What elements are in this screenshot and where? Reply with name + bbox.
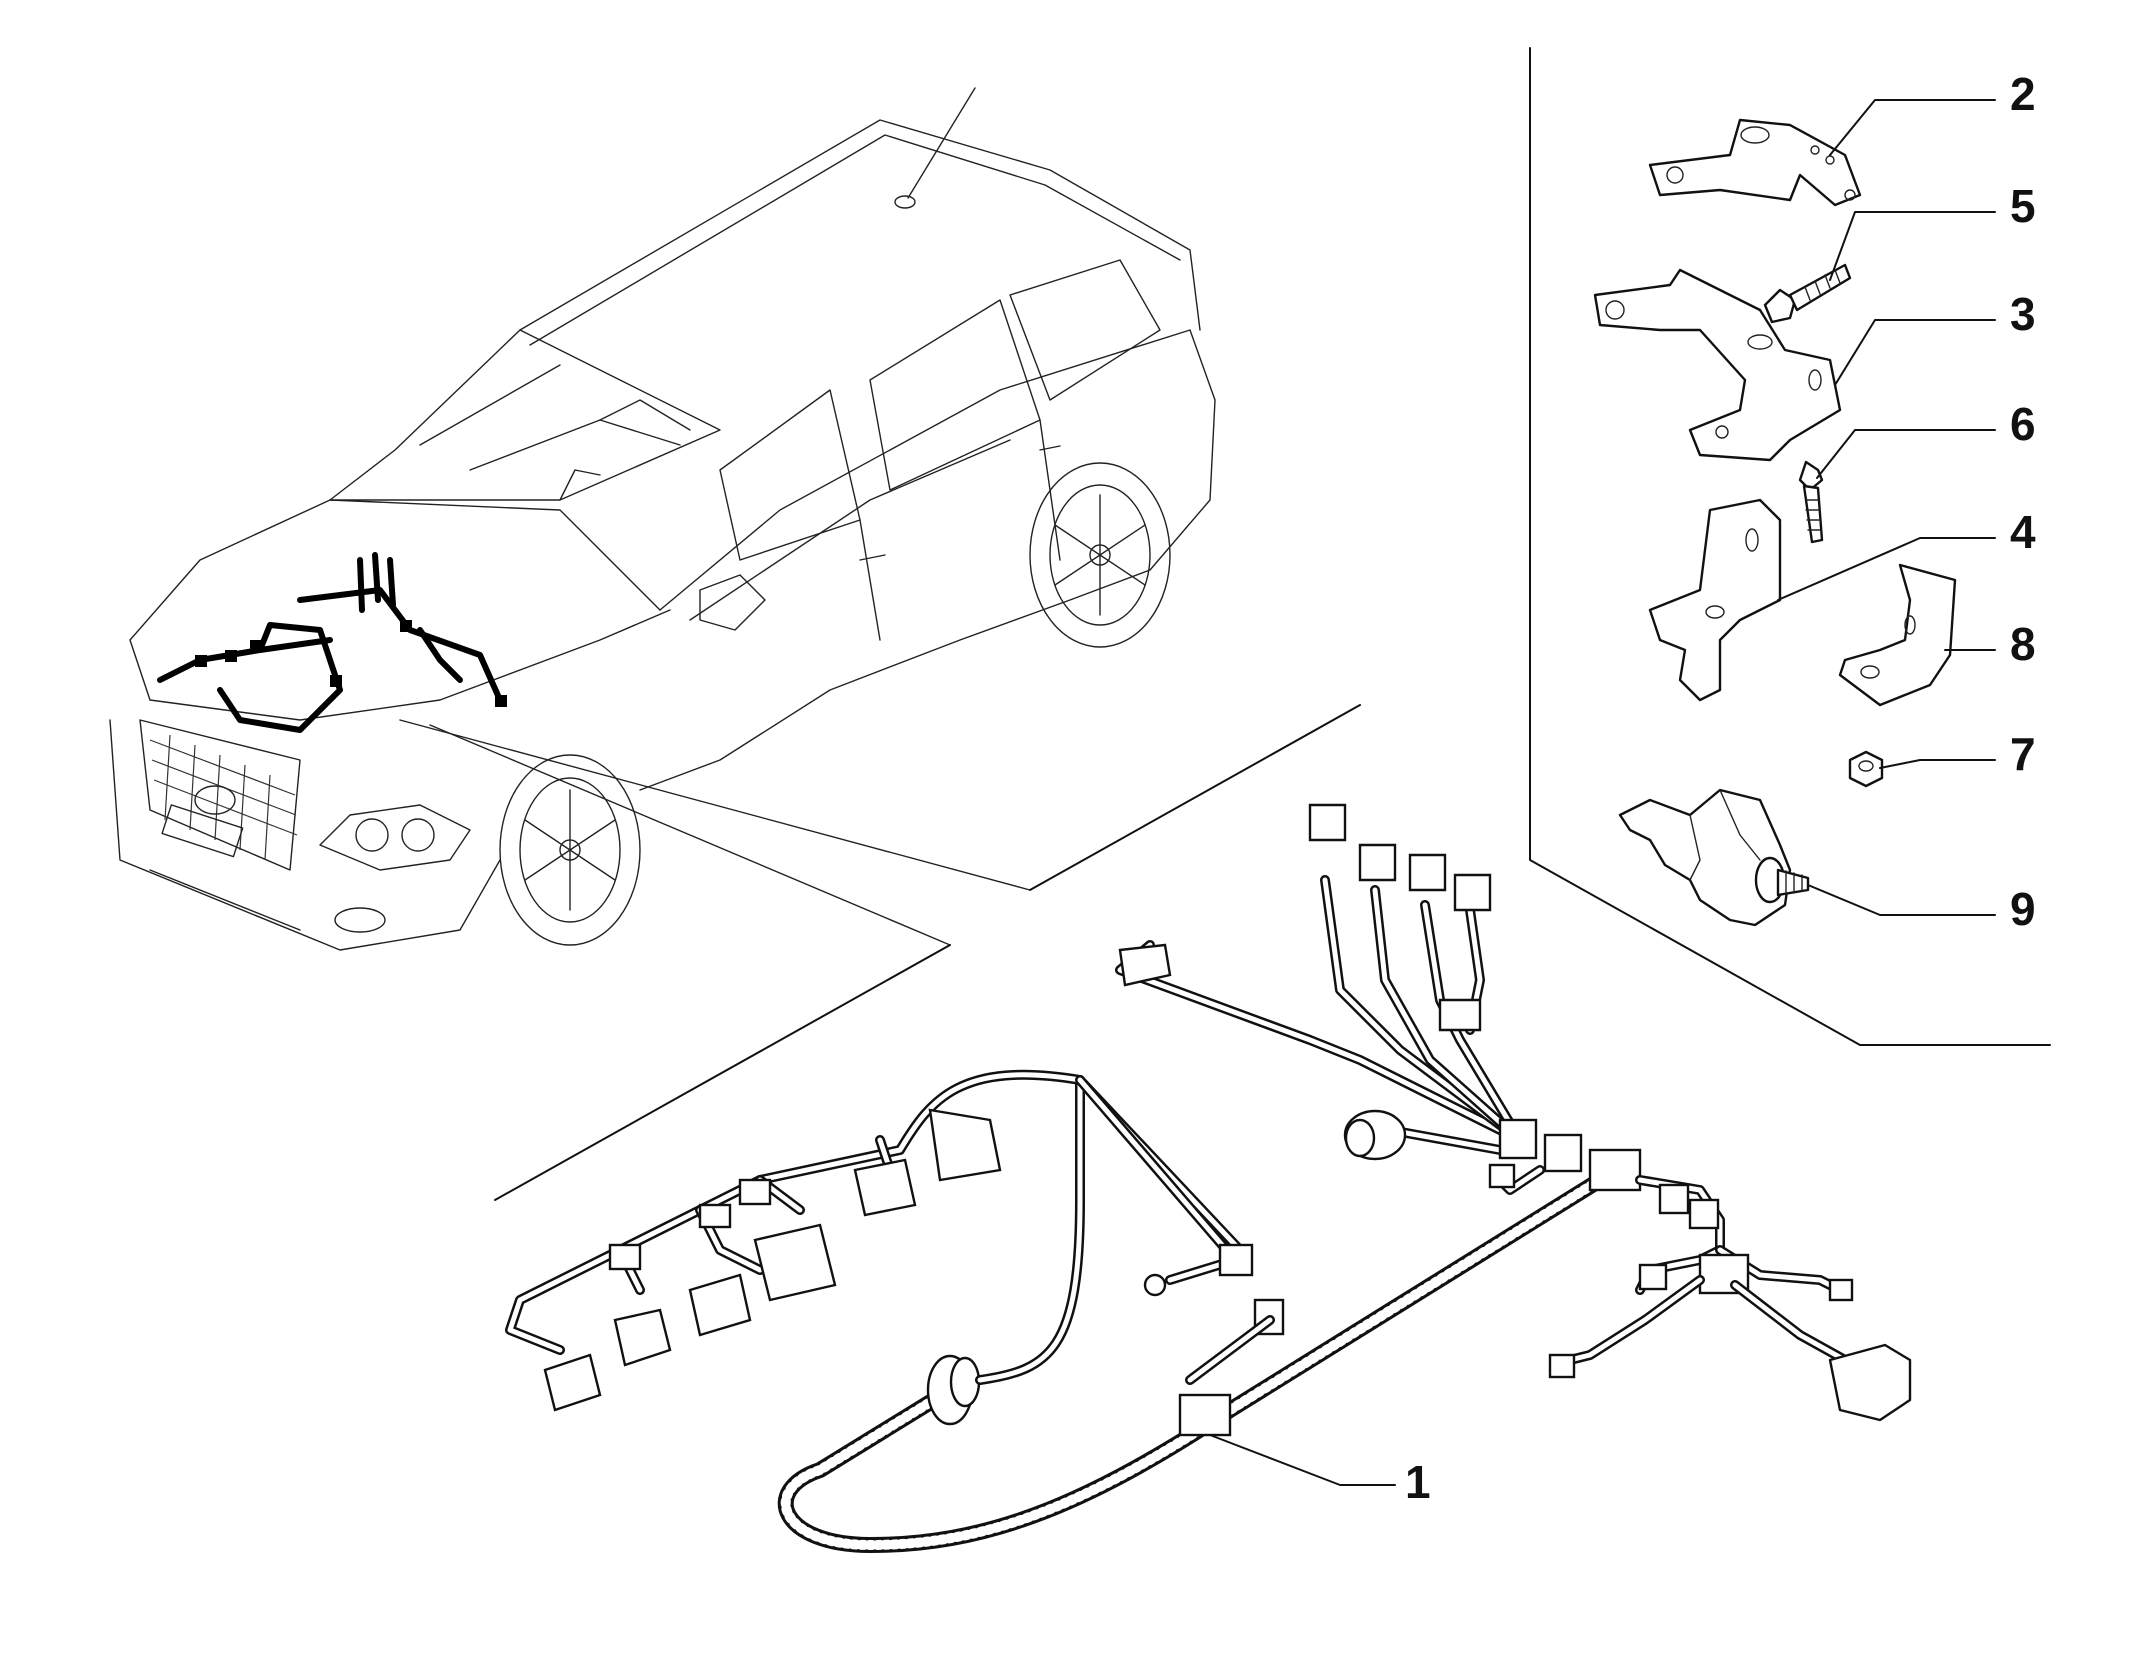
car-illustration <box>109 87 1216 951</box>
callout-labels: 2 5 3 6 4 8 7 9 1 <box>1405 68 2036 1508</box>
bolt-5 <box>1763 263 1852 324</box>
callout-2: 2 <box>2010 68 2036 120</box>
harness-on-car <box>157 552 507 733</box>
callout-7: 7 <box>2010 728 2036 780</box>
connector-cluster-left <box>543 1108 1254 1412</box>
kit-boundary <box>1529 47 2051 1046</box>
connector-clip-1 <box>1178 1393 1232 1437</box>
bolt-6 <box>1798 460 1824 544</box>
switch-9 <box>1618 788 1810 927</box>
bracket-4 <box>1648 498 1782 702</box>
callout-4: 4 <box>2010 506 2036 558</box>
leader-lines <box>1209 99 1996 1486</box>
bracket-3 <box>1593 268 1842 462</box>
callout-1: 1 <box>1405 1456 1431 1508</box>
engine-wiring-harness <box>505 803 1912 1553</box>
bracket-8 <box>1838 563 1957 707</box>
perspective-lines <box>399 704 1361 1201</box>
nut-7 <box>1848 750 1884 788</box>
callout-5: 5 <box>2010 180 2036 232</box>
callout-9: 9 <box>2010 883 2036 935</box>
callout-8: 8 <box>2010 618 2036 670</box>
callout-6: 6 <box>2010 398 2036 450</box>
bracket-2 <box>1648 118 1862 207</box>
callout-3: 3 <box>2010 288 2036 340</box>
antenna-icon <box>907 87 976 199</box>
mirror-icon <box>699 574 766 631</box>
badge-icon <box>194 785 236 815</box>
